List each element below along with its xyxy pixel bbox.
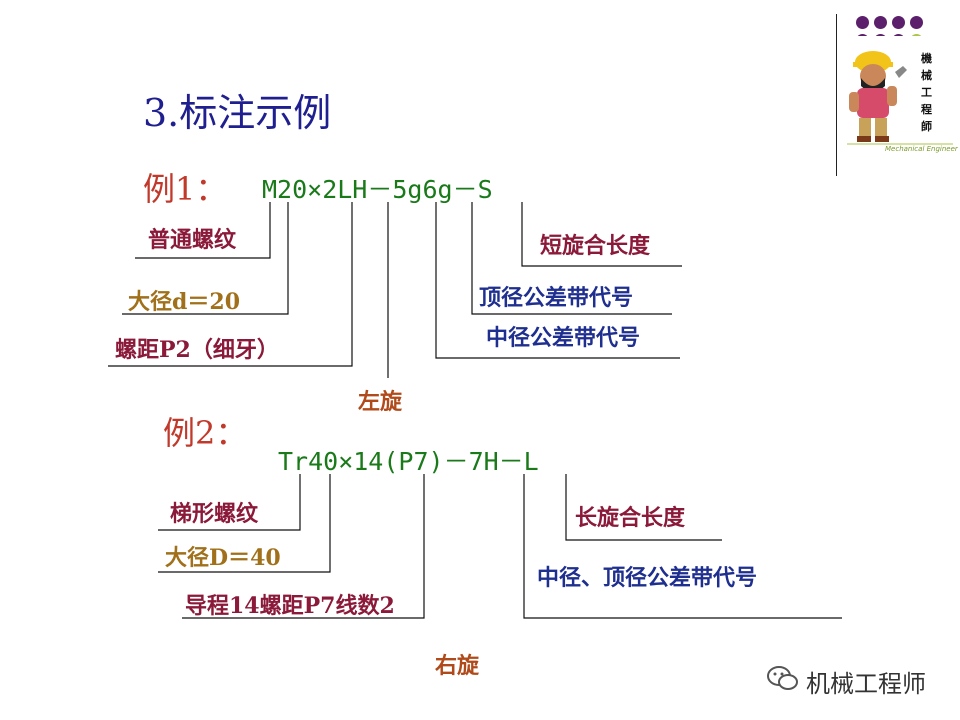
example2-label: 例2：	[163, 414, 248, 452]
leader-ex1-diameter	[122, 202, 289, 315]
ex2-right-hand: 右旋	[435, 653, 480, 679]
leader-ex2-long	[565, 474, 722, 541]
example1-label: 例1：	[143, 170, 228, 208]
logo-char: 械	[921, 69, 932, 82]
logo-char: 程	[921, 103, 932, 116]
logo-char: 師	[921, 120, 932, 133]
ex1-crest-tolerance: 顶径公差带代号	[479, 285, 634, 311]
leader-ex2-lead	[182, 474, 425, 619]
logo-char: 機	[921, 52, 932, 65]
leader-ex2-tolerance	[523, 474, 842, 619]
engineer-figure-icon	[843, 36, 955, 158]
decor-vertical-line	[836, 14, 837, 176]
mechanical-engineer-logo: 機 械 工 程 師 Mechanical Engineer	[843, 36, 958, 158]
ex1-pitch: 螺距P2（细牙）	[115, 337, 279, 363]
leader-ex2-thread-type	[158, 474, 301, 531]
ex1-thread-type: 普通螺纹	[148, 227, 237, 253]
leader-ex1-crest-tol	[471, 202, 672, 315]
logo-char: 工	[921, 86, 932, 99]
logo-chars: 機 械 工 程 師	[921, 50, 932, 135]
leader-ex1-pitch	[108, 202, 353, 367]
ex2-major-diameter: 大径D＝40	[165, 545, 281, 571]
ex1-pitch-tolerance: 中径公差带代号	[486, 325, 641, 351]
ex2-long-engagement: 长旋合长度	[575, 505, 686, 531]
ex1-left-hand: 左旋	[358, 389, 403, 415]
logo-caption: Mechanical Engineer	[885, 145, 958, 153]
example2-code: Tr40×14(P7)－7H－L	[278, 447, 539, 476]
leader-ex1-short	[521, 202, 682, 267]
ex1-short-engagement: 短旋合长度	[540, 233, 651, 259]
page-title: 3.标注示例	[143, 91, 332, 135]
leader-ex1-pitch-tol	[435, 202, 680, 359]
leader-ex2-diameter	[158, 474, 331, 573]
leader-ex1-thread-type	[135, 202, 271, 259]
watermark-text: 机械工程师	[806, 670, 926, 698]
ex1-major-diameter: 大径d＝20	[128, 289, 240, 315]
example1-code: M20×2LH－5g6g－S	[262, 175, 493, 204]
ex2-thread-type: 梯形螺纹	[170, 501, 259, 527]
ex2-tolerance: 中径、顶径公差带代号	[537, 565, 758, 591]
wechat-icon	[767, 666, 798, 690]
ex2-lead-pitch: 导程14螺距P7线数2	[185, 593, 395, 619]
